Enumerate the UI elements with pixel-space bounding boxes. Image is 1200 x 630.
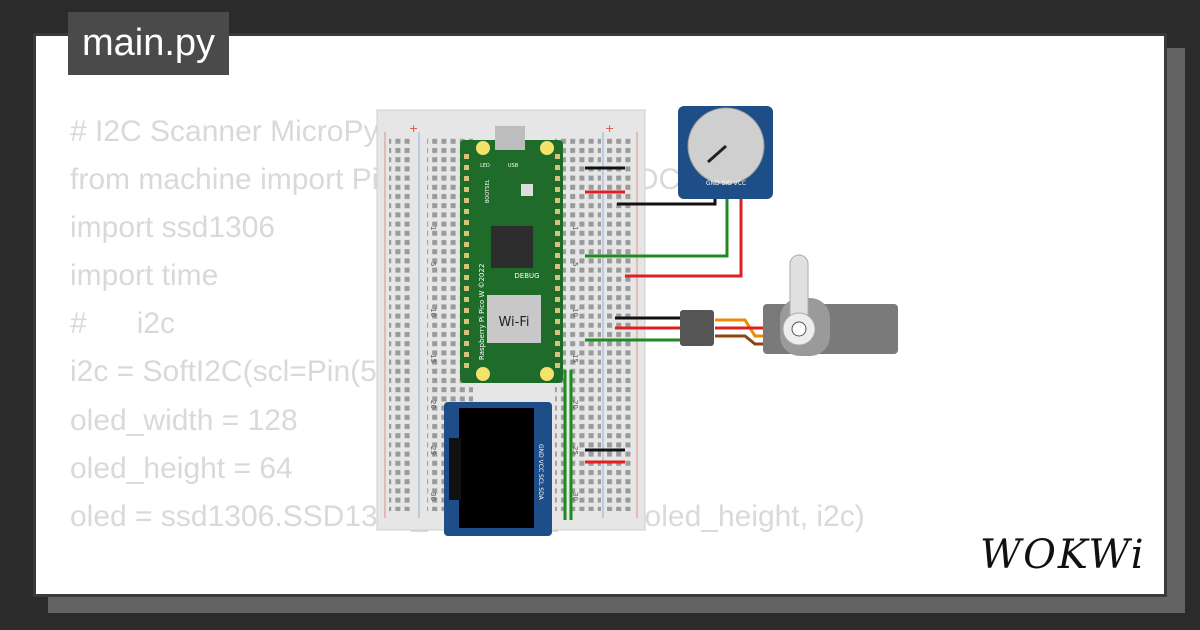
pico-pin	[555, 297, 560, 302]
row-number-20-2: 20	[571, 400, 579, 409]
usb-connector	[495, 126, 525, 150]
pico-pin	[464, 242, 469, 247]
pico-pin	[464, 253, 469, 258]
pico-pin	[555, 165, 560, 170]
pico-pin	[555, 341, 560, 346]
pico-pin	[555, 242, 560, 247]
pot-pins-label: GND SIG VCC	[706, 180, 746, 187]
pico-pin	[464, 220, 469, 225]
row-number-5-1: 5	[429, 262, 437, 266]
pico-pin	[555, 198, 560, 203]
row-number-15-1: 15	[429, 354, 437, 363]
pico-pin	[464, 308, 469, 313]
pico-pin	[464, 231, 469, 236]
pico-pin	[464, 176, 469, 181]
pico-pin	[464, 363, 469, 368]
pico-pin	[555, 330, 560, 335]
pico-pin	[555, 187, 560, 192]
wifi-label: Wi-Fi	[498, 315, 529, 330]
oled-pins-label: GND VCC SCL SDA	[537, 444, 544, 501]
row-number-1-1: 1	[429, 226, 437, 230]
rail-plus-left: +	[409, 122, 418, 135]
row-number-20-1: 20	[429, 400, 437, 409]
file-tab[interactable]: main.py	[68, 12, 230, 75]
pico-pin	[464, 286, 469, 291]
pico-pin	[555, 286, 560, 291]
row-number-30-1: 30	[429, 492, 437, 501]
pico-pin	[464, 198, 469, 203]
pico-pin	[555, 220, 560, 225]
row-number-30-2: 30	[571, 492, 579, 501]
pico-pin	[555, 352, 560, 357]
row-number-10-1: 10	[429, 308, 437, 317]
pico-pin	[464, 330, 469, 335]
led-label: LED	[480, 163, 490, 169]
pico-pin	[555, 319, 560, 324]
pico-pin	[464, 165, 469, 170]
pico-pin	[555, 253, 560, 258]
pico-pin	[464, 187, 469, 192]
debug-label: DEBUG	[514, 272, 539, 280]
pico-pin	[464, 319, 469, 324]
pico-board: Wi-Fi DEBUG LED USB BOOTSEL Raspberry Pi…	[460, 126, 563, 383]
row-number-5-2: 5	[571, 262, 579, 266]
pico-pin	[555, 363, 560, 368]
row-number-10-2: 10	[571, 308, 579, 317]
pico-pin	[464, 297, 469, 302]
pico-pin	[464, 264, 469, 269]
pico-pin	[555, 308, 560, 313]
pico-pin	[464, 275, 469, 280]
pico-pin	[464, 209, 469, 214]
row-number-25-1: 25	[429, 446, 437, 455]
pico-pin	[464, 341, 469, 346]
usb-label: USB	[508, 163, 519, 169]
pico-pin	[555, 209, 560, 214]
wokwi-logo: WOKWi	[980, 532, 1146, 576]
servo-motor	[680, 254, 898, 356]
pico-pin	[464, 154, 469, 159]
board-label: Raspberry Pi Pico W ©2022	[478, 264, 486, 360]
row-number-15-2: 15	[571, 354, 579, 363]
wires	[563, 166, 765, 520]
row-number-25-2: 25	[571, 446, 579, 455]
row-number-1-2: 1	[571, 226, 579, 230]
oled-display: GND VCC SCL SDA	[444, 402, 552, 536]
rail-plus-right: +	[605, 122, 614, 135]
pico-pin	[555, 264, 560, 269]
logo-text: WOKWi	[980, 532, 1146, 576]
pico-pin	[555, 275, 560, 280]
pico-pin	[555, 231, 560, 236]
bootsel-label: BOOTSEL	[485, 179, 491, 203]
pico-pin	[464, 352, 469, 357]
potentiometer: GND SIG VCC	[678, 106, 773, 199]
pico-pin	[555, 176, 560, 181]
pico-pin	[555, 154, 560, 159]
